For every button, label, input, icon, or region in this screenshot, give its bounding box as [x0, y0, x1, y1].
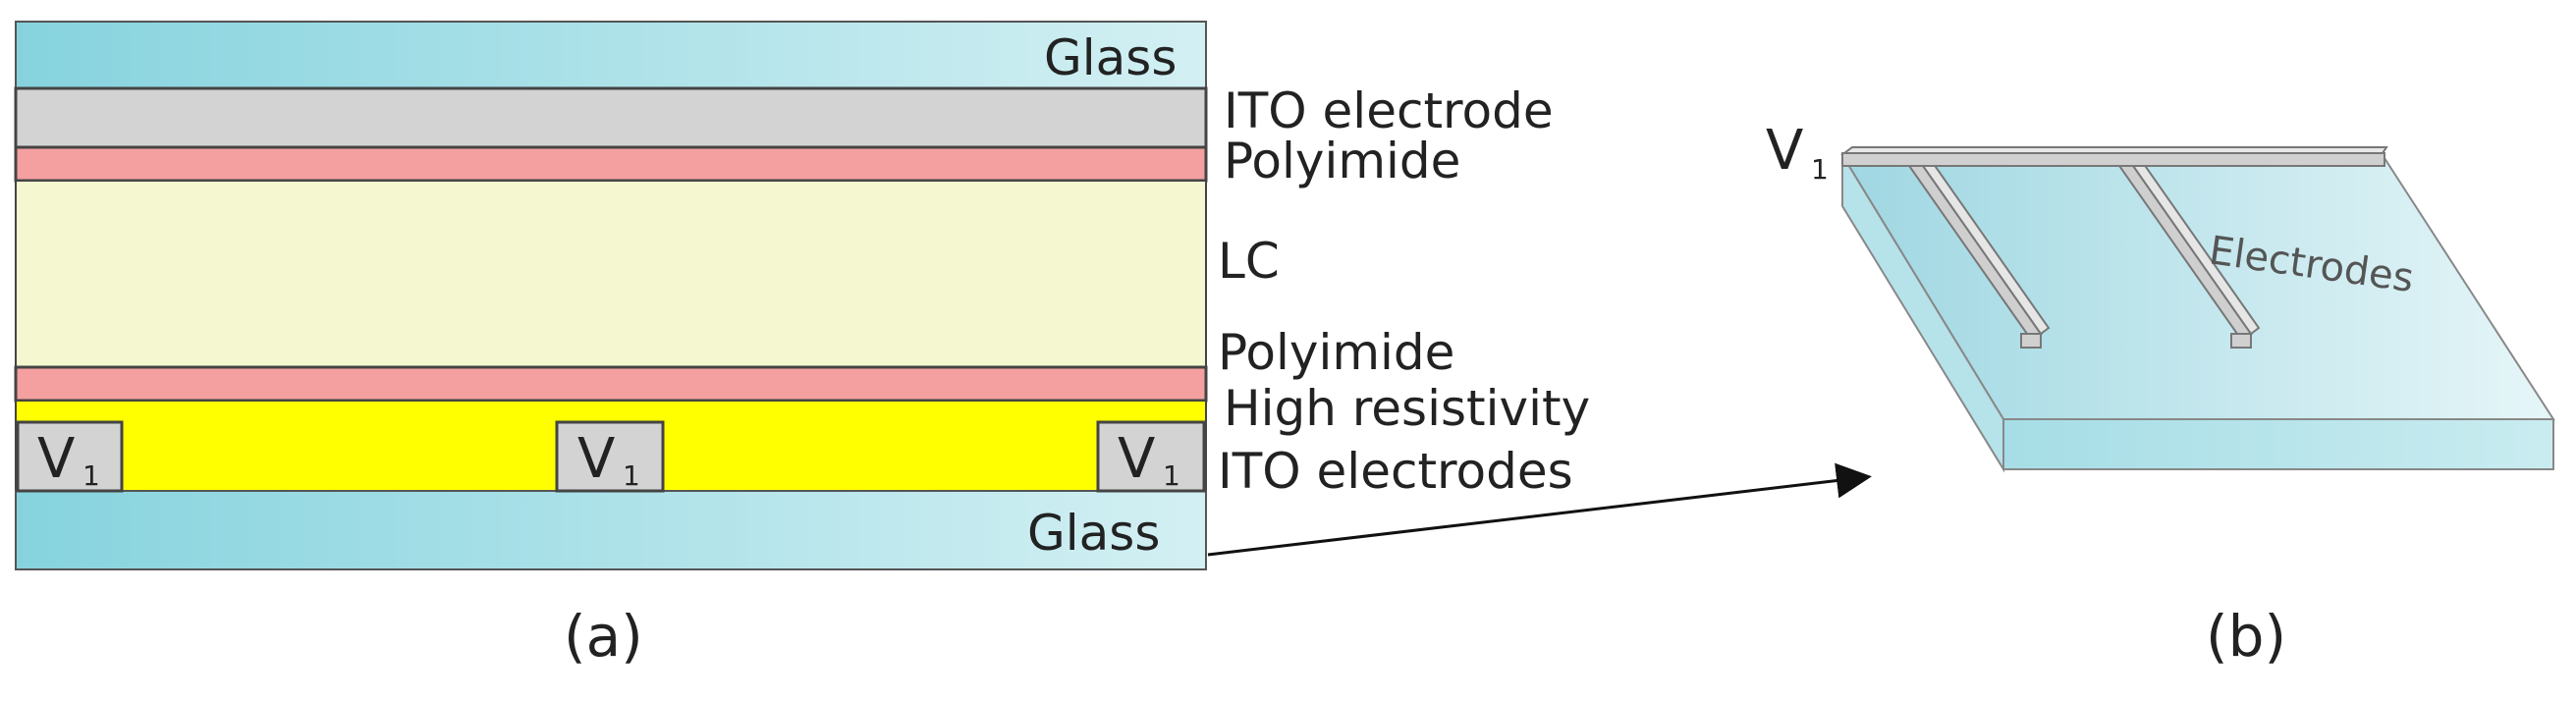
electrode-v-label: V	[577, 427, 615, 491]
electrode-v-label: V	[37, 427, 75, 491]
plate-front-face	[2002, 418, 2554, 470]
lc-layer	[15, 180, 1207, 368]
electrode-v-subscript: 1	[82, 459, 100, 492]
polyimide-top-layer	[14, 145, 1208, 183]
ito-electrodes-label: ITO electrodes	[1218, 443, 1573, 500]
electrode-block-center: V 1	[555, 420, 665, 493]
panel-b-electrode-plate: Electrodes V 1 (b)	[1766, 119, 2555, 670]
voltage-v-label: V	[1766, 119, 1803, 183]
panel-b-caption: (b)	[2206, 603, 2286, 670]
glass-bottom-label: Glass	[1027, 505, 1160, 562]
connector-arrow	[1207, 462, 1872, 557]
panel-a-layer-stack: V 1 V 1 V 1 Glass Glass ITO electrode Po…	[14, 21, 1590, 670]
high-resistivity-label: High resistivity	[1224, 380, 1590, 437]
glass-top-layer	[15, 21, 1207, 89]
electrode-block-left: V 1	[16, 420, 124, 493]
glass-bottom-layer	[15, 490, 1207, 570]
polyimide-bottom-label: Polyimide	[1218, 324, 1454, 381]
ito-electrode-label: ITO electrode	[1224, 82, 1554, 139]
polyimide-top-label: Polyimide	[1224, 133, 1460, 189]
electrode-block-right: V 1	[1096, 420, 1206, 493]
ito-electrode-layer	[14, 86, 1208, 149]
glass-top-label: Glass	[1044, 29, 1177, 86]
polyimide-bottom-layer	[14, 365, 1208, 403]
electrode-bus-bar	[1841, 146, 2388, 167]
voltage-v-subscript: 1	[1811, 153, 1829, 186]
electrode-v-subscript: 1	[623, 459, 640, 492]
panel-a-caption: (a)	[564, 603, 643, 670]
electrode-v-subscript: 1	[1163, 459, 1180, 492]
electrode-v-label: V	[1118, 427, 1155, 491]
lc-label: LC	[1218, 233, 1280, 290]
